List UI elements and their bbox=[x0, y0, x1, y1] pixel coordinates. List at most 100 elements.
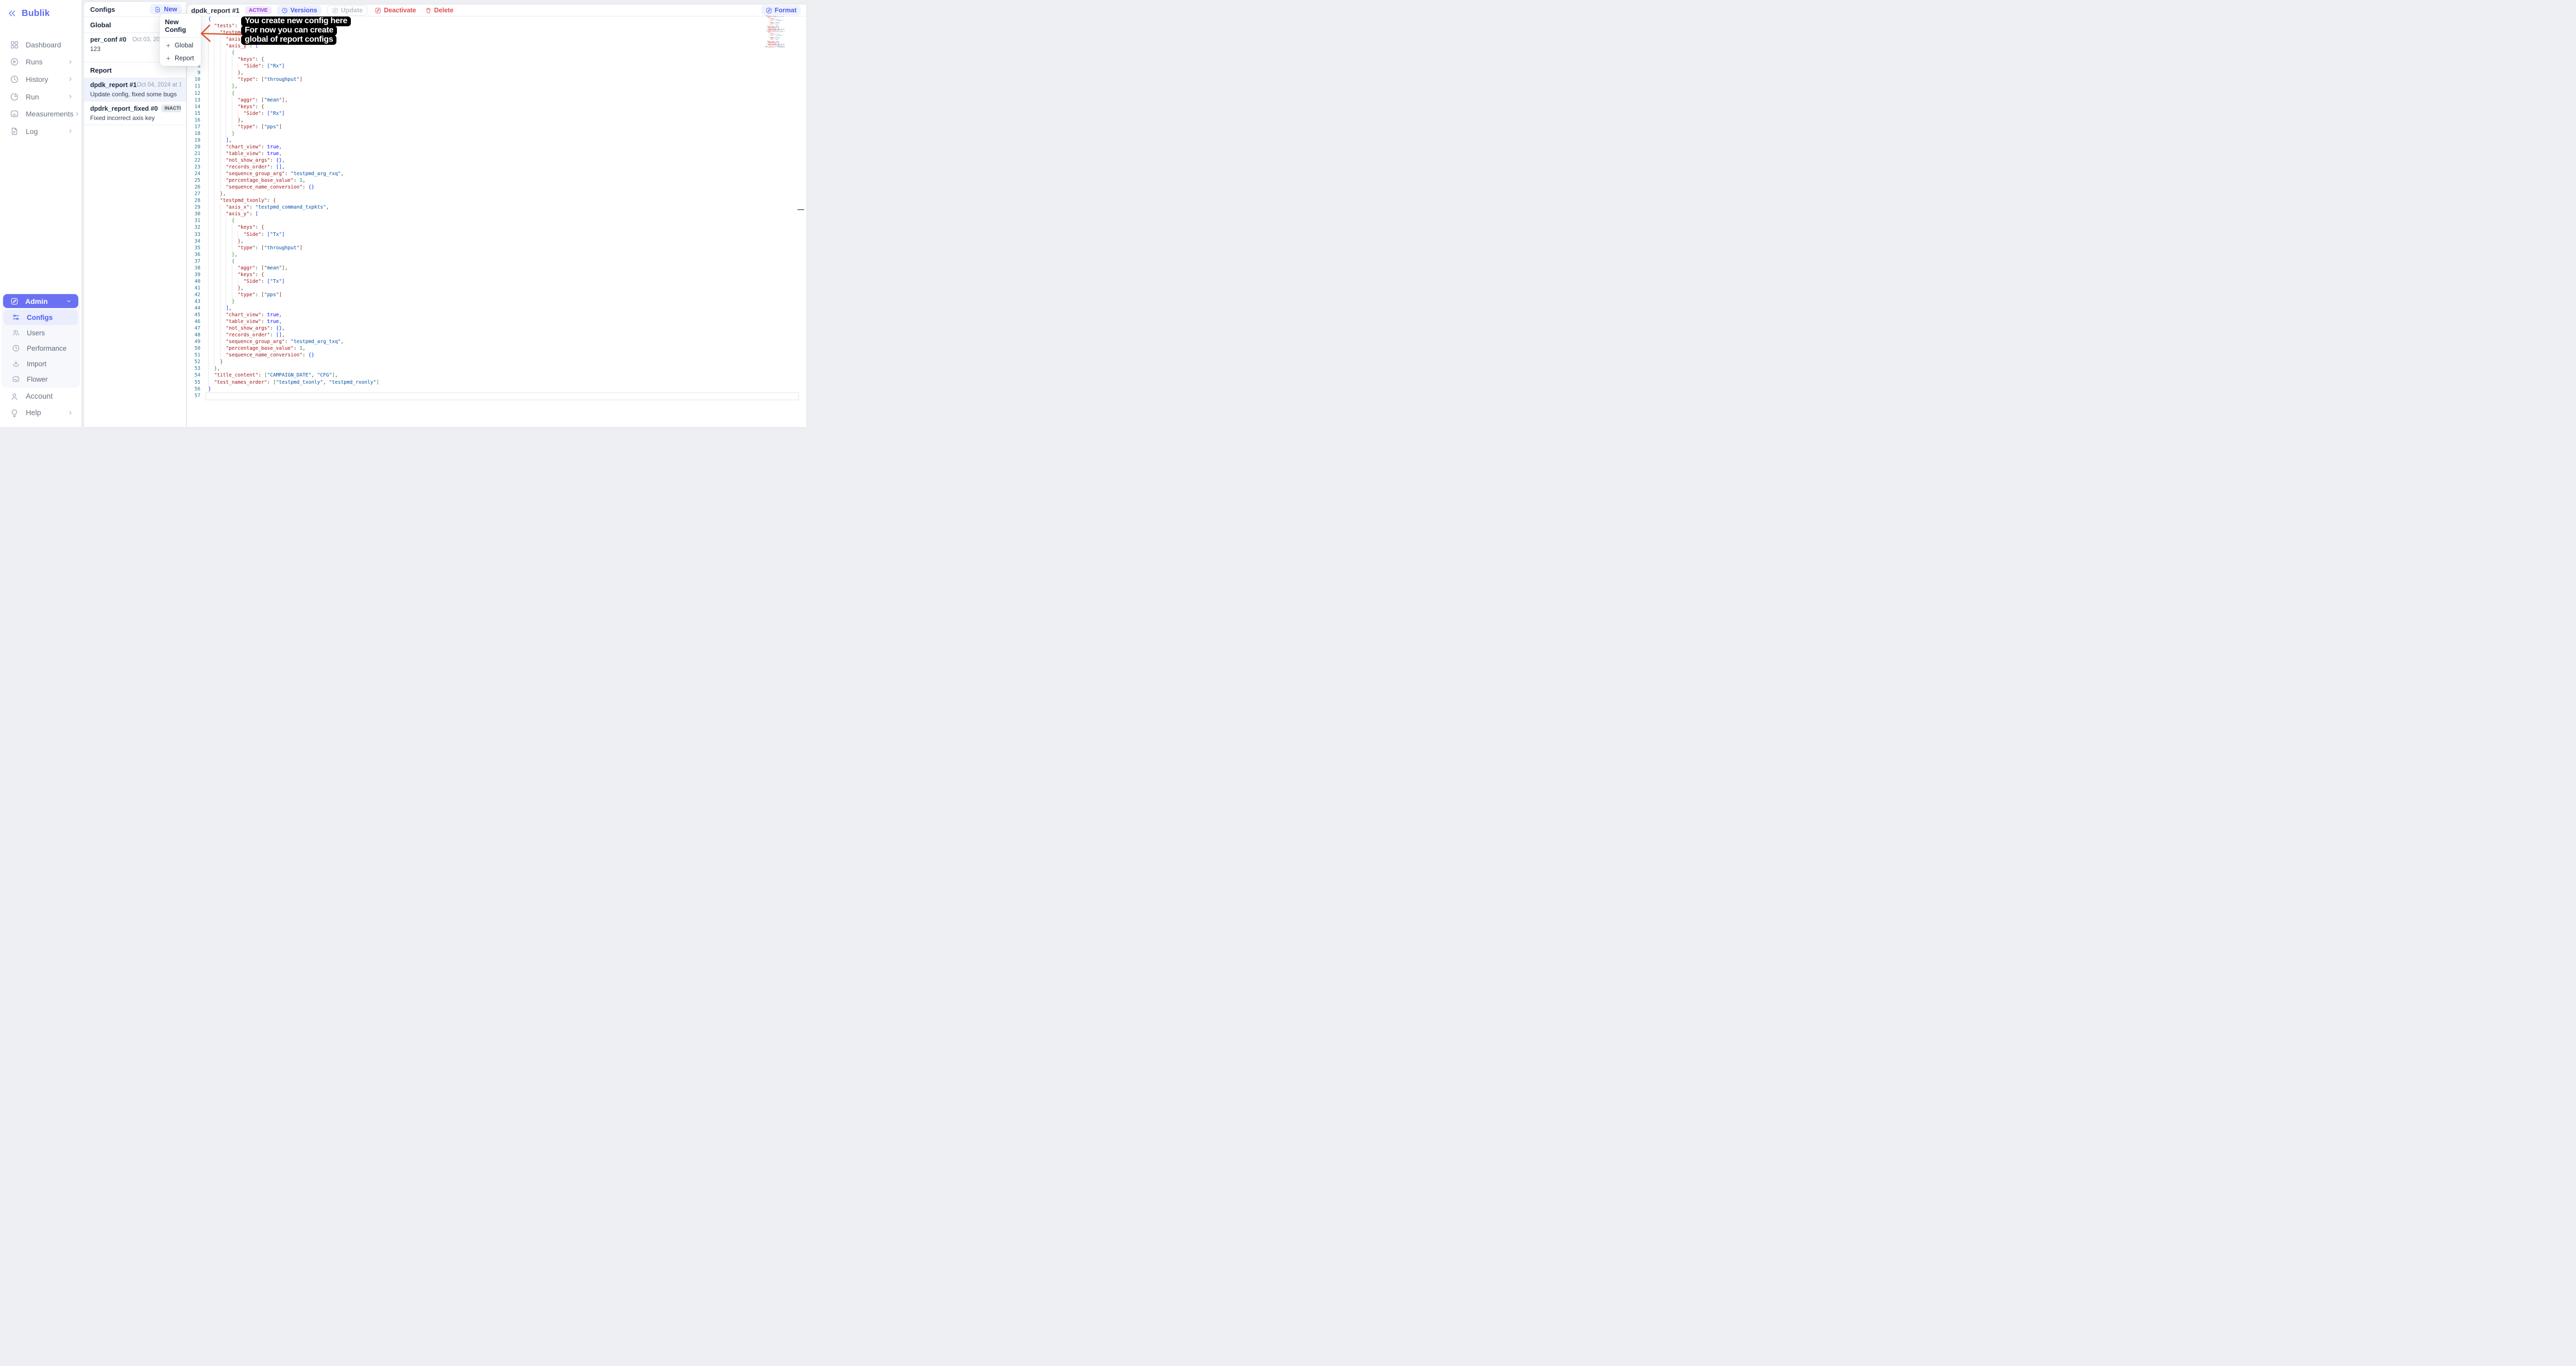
new-config-button[interactable]: New bbox=[150, 4, 182, 14]
annotation-line: global of report configs bbox=[241, 35, 337, 45]
code-line: 49 "sequence_group_arg": "testpmd_arg_tx… bbox=[187, 338, 806, 346]
sidebar-item-import[interactable]: Import bbox=[4, 356, 78, 371]
update-button: Update bbox=[327, 5, 368, 15]
sidebar-item-log[interactable]: Log bbox=[0, 123, 81, 140]
clock-icon bbox=[12, 344, 20, 352]
line-number: 8 bbox=[197, 63, 200, 70]
line-number: 44 bbox=[194, 305, 200, 312]
plus-icon bbox=[165, 43, 171, 48]
line-number: 15 bbox=[194, 110, 200, 116]
chevron-right-icon bbox=[67, 409, 74, 416]
bar-box-icon bbox=[10, 109, 19, 118]
line-number: 26 bbox=[194, 184, 200, 191]
sidebar-item-measurements[interactable]: Measurements bbox=[0, 105, 81, 123]
code-line: 51 "sequence_name_conversion": {} bbox=[187, 352, 806, 359]
chevron-right-icon bbox=[67, 93, 74, 100]
deactivate-button[interactable]: Deactivate bbox=[373, 5, 418, 15]
line-number: 46 bbox=[194, 319, 200, 325]
sidebar-item-users[interactable]: Users bbox=[4, 325, 78, 340]
code-line: 24 "sequence_group_arg": "testpmd_arg_rx… bbox=[187, 170, 806, 178]
popup-item-global[interactable]: Global bbox=[160, 40, 201, 50]
sidebar-item-label: Account bbox=[26, 392, 53, 401]
code-line: 50 "percentage_base_value": 1, bbox=[187, 345, 806, 352]
code-editor[interactable]: 1 {2 "tests": {3 "testpmd_rxonly": {4 "a… bbox=[187, 16, 806, 427]
line-number: 41 bbox=[194, 285, 200, 291]
sidebar-item-flower[interactable]: Flower bbox=[4, 371, 78, 387]
code-line: 18 } bbox=[187, 130, 806, 137]
code-line: 41 }, bbox=[187, 284, 806, 292]
clock-icon bbox=[10, 75, 19, 84]
sidebar-item-admin[interactable]: Admin bbox=[3, 294, 78, 308]
annotation-line: For now you can create bbox=[241, 26, 337, 36]
annotation-line: You create new config here bbox=[241, 16, 351, 26]
sidebar-item-account[interactable]: Account bbox=[0, 389, 81, 403]
editor-minimap[interactable]: { "tests": { "testpmd_rxonly": { "axis_x… bbox=[764, 15, 785, 49]
config-description: Update config, fixed some bugs bbox=[90, 91, 177, 98]
versions-button[interactable]: Versions bbox=[277, 5, 321, 15]
popup-item-label: Report bbox=[175, 55, 194, 62]
format-button[interactable]: Format bbox=[761, 5, 801, 15]
download-icon bbox=[12, 360, 20, 368]
clock-icon bbox=[281, 7, 288, 14]
code-line: 30 "axis_y": [ bbox=[187, 211, 806, 218]
code-line: 48 "records_order": [], bbox=[187, 332, 806, 339]
code-line: 10 "type": ["throughput"] bbox=[187, 76, 806, 83]
sidebar-item-label: Measurements bbox=[26, 110, 74, 118]
line-number: 27 bbox=[194, 191, 200, 197]
line-number: 42 bbox=[194, 292, 200, 298]
sidebar-admin-group: Admin Configs Users Performance Import F… bbox=[2, 293, 80, 388]
line-number: 28 bbox=[194, 198, 200, 204]
sidebar-item-history[interactable]: History bbox=[0, 71, 81, 88]
sidebar-item-performance[interactable]: Performance bbox=[4, 340, 78, 356]
delete-button[interactable]: Delete bbox=[423, 5, 455, 15]
sliders-icon bbox=[12, 313, 20, 321]
config-list-item[interactable]: per_conf #0 Oct 03, 20 123 bbox=[84, 33, 186, 62]
sidebar-item-dashboard[interactable]: Dashboard bbox=[0, 36, 81, 54]
pencil-square-icon bbox=[332, 7, 338, 14]
line-number: 40 bbox=[194, 278, 200, 284]
trash-icon bbox=[425, 7, 432, 14]
code-line: 12 { bbox=[187, 90, 806, 97]
sidebar-item-run[interactable]: Run bbox=[0, 88, 81, 106]
config-name: dpdrk_report_fixed #0 bbox=[90, 105, 158, 112]
code-line: 9 }, bbox=[187, 70, 806, 77]
config-list-item[interactable]: dpdrk_report_fixed #0 INACTIVE Oct 04, 2… bbox=[84, 101, 186, 125]
code-line: 8 "Side": ["Rx"] bbox=[187, 63, 806, 70]
popup-item-label: Global bbox=[175, 42, 194, 49]
overview-ruler-cursor bbox=[798, 209, 804, 211]
code-line: 55 "test_names_order": ["testpmd_txonly"… bbox=[187, 379, 806, 386]
code-line: 45 "chart_view": true, bbox=[187, 312, 806, 319]
code-line: 57 bbox=[187, 392, 806, 399]
configs-list: Global per_conf #0 Oct 03, 20 123 Report… bbox=[84, 17, 186, 125]
line-number: 9 bbox=[197, 70, 200, 76]
code-line: 26 "sequence_name_conversion": {} bbox=[187, 184, 806, 191]
code-line: 43 } bbox=[187, 298, 806, 305]
play-circle-icon bbox=[10, 57, 19, 66]
popup-item-report[interactable]: Report bbox=[160, 53, 201, 63]
sidebar-item-runs[interactable]: Runs bbox=[0, 54, 81, 71]
annotation-callout: You create new config here For now you c… bbox=[241, 16, 351, 45]
config-name: dpdk_report #1 bbox=[90, 81, 137, 89]
sidebar-collapse-icon[interactable] bbox=[7, 8, 17, 19]
document-icon bbox=[10, 127, 19, 136]
config-list-item[interactable]: dpdk_report #1 Oct 04, 2024 at 17:51 Upd… bbox=[84, 78, 186, 101]
code-line: 21 "table_view": true, bbox=[187, 150, 806, 157]
section-label: Report bbox=[90, 66, 112, 74]
toolbar-buttons: Versions Update Deactivate Delete bbox=[277, 5, 455, 15]
pencil-square-icon bbox=[10, 297, 19, 305]
code-line: 6 { bbox=[187, 49, 806, 57]
code-line: 47 "not_show_args": {}, bbox=[187, 325, 806, 332]
sidebar-item-configs[interactable]: Configs bbox=[4, 310, 78, 325]
code-line: 37 { bbox=[187, 258, 806, 265]
popup-title: New Config bbox=[165, 18, 187, 33]
line-number: 48 bbox=[194, 332, 200, 338]
code-line: 27 }, bbox=[187, 191, 806, 198]
configs-panel-title: Configs bbox=[90, 5, 115, 13]
code-line: 29 "axis_x": "testpmd_command_txpkts", bbox=[187, 204, 806, 211]
status-badge: ACTIVE bbox=[245, 6, 272, 14]
line-number: 11 bbox=[194, 83, 200, 90]
section-label: Global bbox=[90, 21, 111, 29]
line-number: 29 bbox=[194, 204, 200, 211]
code-line: 38 "aggr": ["mean"], bbox=[187, 264, 806, 271]
sidebar-item-help[interactable]: Help bbox=[0, 406, 81, 420]
